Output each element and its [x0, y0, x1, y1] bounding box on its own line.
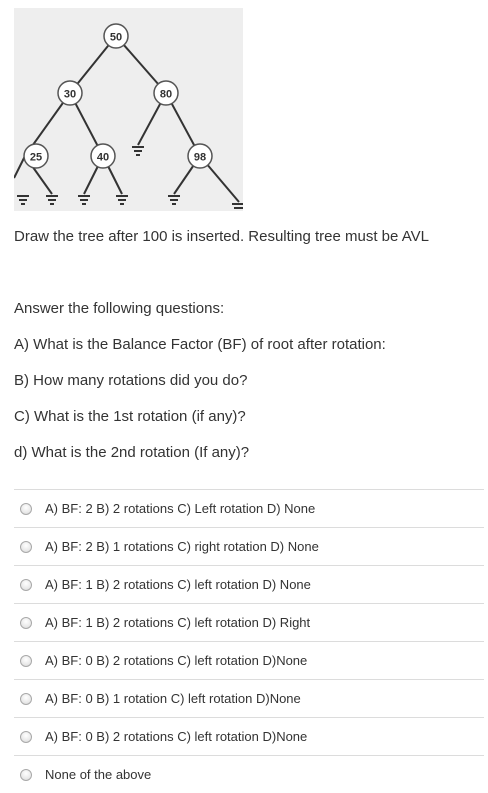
radio-button[interactable]	[20, 540, 32, 553]
avl-tree-figure: 50 30 80 25 40 98	[14, 8, 243, 211]
figure-background	[14, 8, 243, 211]
node-label: 30	[64, 89, 76, 101]
null-leaf-icon	[132, 146, 144, 156]
question-instructions: Answer the following questions:	[14, 300, 225, 317]
null-leaf-icon	[78, 195, 90, 205]
edge-25-left	[14, 155, 26, 179]
answer-option[interactable]: A) BF: 2 B) 1 rotations C) right rotatio…	[14, 527, 484, 565]
radio-button[interactable]	[20, 578, 32, 591]
tree-node-30: 30	[57, 80, 83, 106]
null-leaf-icon	[116, 195, 128, 205]
radio-button[interactable]	[20, 768, 32, 781]
question-part-b: B) How many rotations did you do?	[14, 372, 248, 389]
node-label: 25	[30, 152, 42, 164]
null-leaf-markers	[17, 146, 243, 209]
radio-button[interactable]	[20, 730, 32, 743]
answer-option[interactable]: A) BF: 2 B) 2 rotations C) Left rotation…	[14, 489, 484, 527]
answer-option[interactable]: None of the above	[14, 755, 484, 793]
node-label: 98	[194, 152, 206, 164]
question-part-c: C) What is the 1st rotation (if any)?	[14, 408, 246, 425]
answer-option-label: A) BF: 2 B) 1 rotations C) right rotatio…	[45, 539, 319, 554]
question-part-a: A) What is the Balance Factor (BF) of ro…	[14, 336, 386, 353]
node-label: 80	[160, 89, 172, 101]
answer-option[interactable]: A) BF: 0 B) 2 rotations C) left rotation…	[14, 641, 484, 679]
answer-option-label: A) BF: 0 B) 2 rotations C) left rotation…	[45, 729, 308, 744]
answer-option[interactable]: A) BF: 1 B) 2 rotations C) left rotation…	[14, 603, 484, 641]
tree-node-80: 80	[153, 80, 179, 106]
radio-button[interactable]	[20, 502, 32, 515]
answer-option-label: A) BF: 2 B) 2 rotations C) Left rotation…	[45, 501, 316, 516]
answer-options: A) BF: 2 B) 2 rotations C) Left rotation…	[14, 489, 484, 793]
null-leaf-icon	[46, 195, 58, 205]
answer-option-label: None of the above	[45, 767, 152, 782]
null-leaf-icon	[232, 203, 243, 209]
tree-diagram: 50 30 80 25 40 98	[14, 8, 243, 211]
answer-option[interactable]: A) BF: 0 B) 2 rotations C) left rotation…	[14, 717, 484, 755]
tree-node-50: 50	[103, 23, 129, 49]
answer-option-label: A) BF: 0 B) 2 rotations C) left rotation…	[45, 653, 308, 668]
answer-option[interactable]: A) BF: 1 B) 2 rotations C) left rotation…	[14, 565, 484, 603]
radio-button[interactable]	[20, 654, 32, 667]
answer-option-label: A) BF: 1 B) 2 rotations C) left rotation…	[45, 615, 311, 630]
tree-nodes: 50 30 80 25 40 98	[23, 23, 213, 169]
radio-button[interactable]	[20, 616, 32, 629]
answer-option[interactable]: A) BF: 0 B) 1 rotation C) left rotation …	[14, 679, 484, 717]
null-leaf-icon	[168, 195, 180, 205]
answer-option-label: A) BF: 1 B) 2 rotations C) left rotation…	[45, 577, 311, 592]
null-leaf-icon	[17, 195, 29, 205]
radio-button[interactable]	[20, 692, 32, 705]
question-prompt: Draw the tree after 100 is inserted. Res…	[14, 228, 429, 245]
node-label: 50	[110, 32, 122, 44]
answer-option-label: A) BF: 0 B) 1 rotation C) left rotation …	[45, 691, 301, 706]
tree-node-25: 25	[23, 143, 49, 169]
question-part-d: d) What is the 2nd rotation (If any)?	[14, 444, 250, 461]
tree-node-40: 40	[90, 143, 116, 169]
tree-node-98: 98	[187, 143, 213, 169]
node-label: 40	[97, 152, 109, 164]
